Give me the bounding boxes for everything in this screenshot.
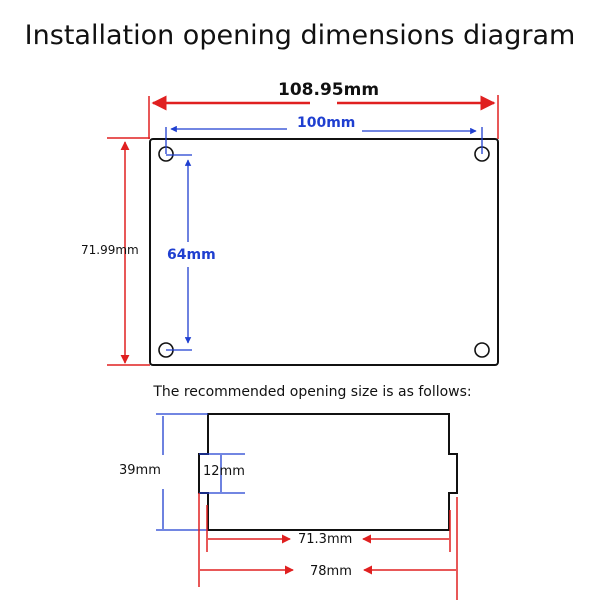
hole-spacing-vertical-label: 64mm xyxy=(167,247,216,263)
overall-height-label: 71.99mm xyxy=(81,243,139,257)
overall-width-label: 108.95mm xyxy=(278,80,380,100)
hole-spacing-horizontal-label: 100mm xyxy=(297,115,356,131)
outer-width-label: 78mm xyxy=(310,564,352,579)
diagram-title: Installation opening dimensions diagram xyxy=(24,20,576,51)
subtitle: The recommended opening size is as follo… xyxy=(153,384,472,400)
tab-height-label: 12mm xyxy=(203,464,245,479)
inner-width-label: 71.3mm xyxy=(298,532,353,547)
opening-height-label: 39mm xyxy=(119,463,161,478)
mount-hole xyxy=(474,342,490,358)
board-outline xyxy=(149,138,499,366)
